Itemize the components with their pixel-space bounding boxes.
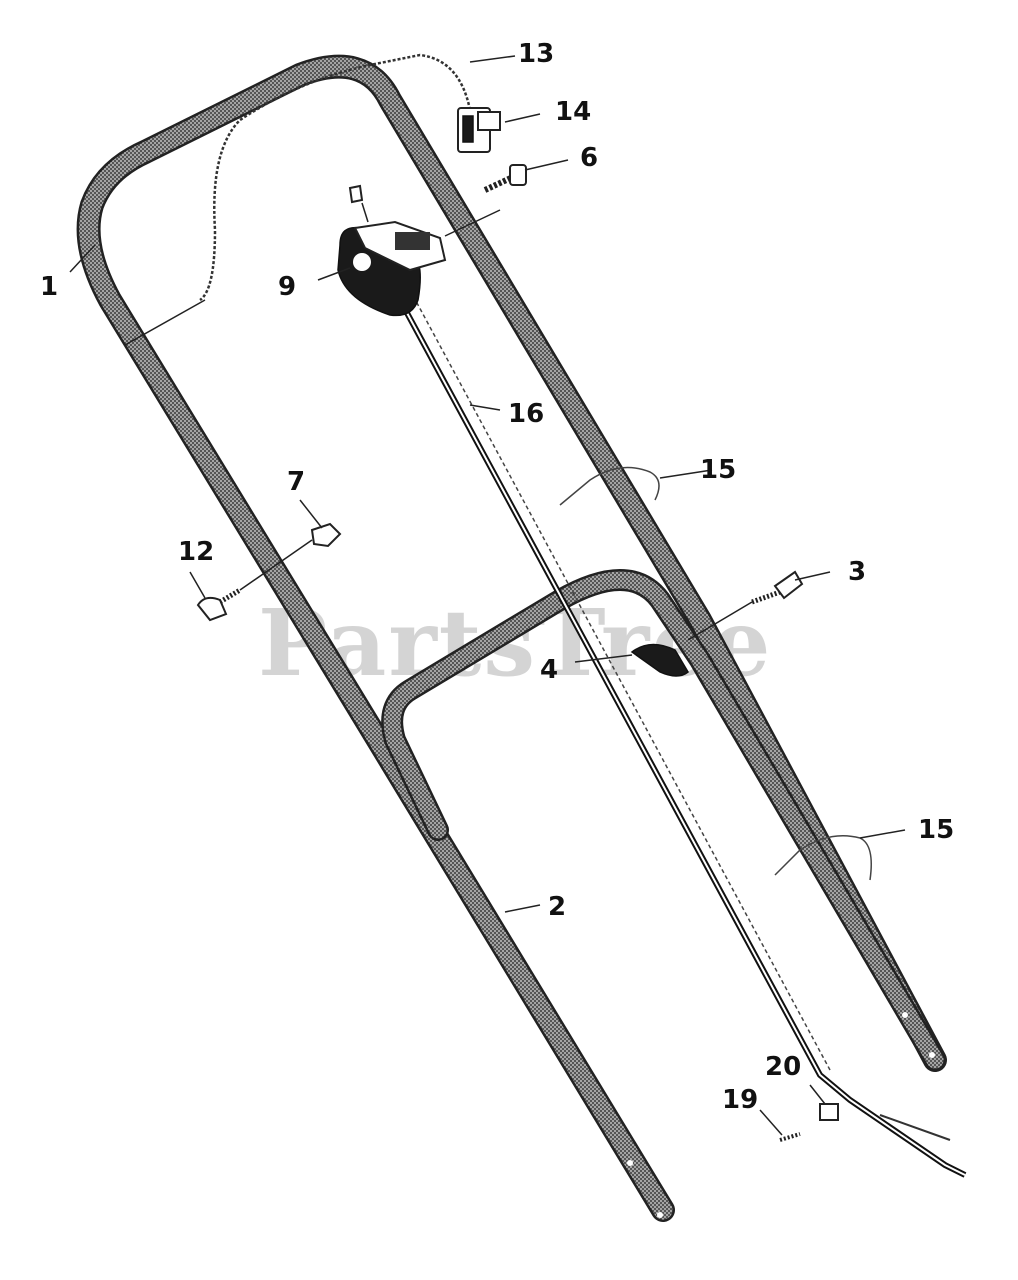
- callout-1: 1: [40, 272, 58, 302]
- callout-14: 14: [555, 97, 591, 127]
- callout-15-lower: 15: [918, 815, 954, 845]
- callout-19: 19: [722, 1085, 758, 1115]
- nut-part: [310, 522, 342, 548]
- handle-knob: [630, 643, 689, 677]
- callout-4: 4: [540, 655, 558, 685]
- callout-6: 6: [580, 143, 598, 173]
- callout-7: 7: [287, 467, 305, 497]
- callout-15-upper: 15: [700, 455, 736, 485]
- callout-20: 20: [765, 1052, 801, 1082]
- leader-lines: [69, 55, 906, 1136]
- callout-12: 12: [178, 537, 214, 567]
- control-housing: [337, 184, 447, 317]
- upper-handle: [76, 54, 947, 1222]
- bolt-part: [196, 587, 242, 622]
- switch-bracket: [457, 107, 501, 153]
- lower-handle: [381, 569, 946, 1218]
- callout-13: 13: [518, 39, 554, 69]
- top-cable: [199, 53, 472, 302]
- callout-9: 9: [278, 272, 296, 302]
- lower-fasteners: [779, 1103, 839, 1142]
- callout-16: 16: [508, 399, 544, 429]
- callout-2: 2: [548, 892, 566, 922]
- cable-tie-lower: [774, 835, 872, 881]
- callout-3: 3: [848, 557, 866, 587]
- spring-part: [483, 164, 527, 193]
- control-cable: [397, 289, 967, 1178]
- knob-bolt: [751, 570, 804, 605]
- cable-tie-upper: [559, 466, 660, 506]
